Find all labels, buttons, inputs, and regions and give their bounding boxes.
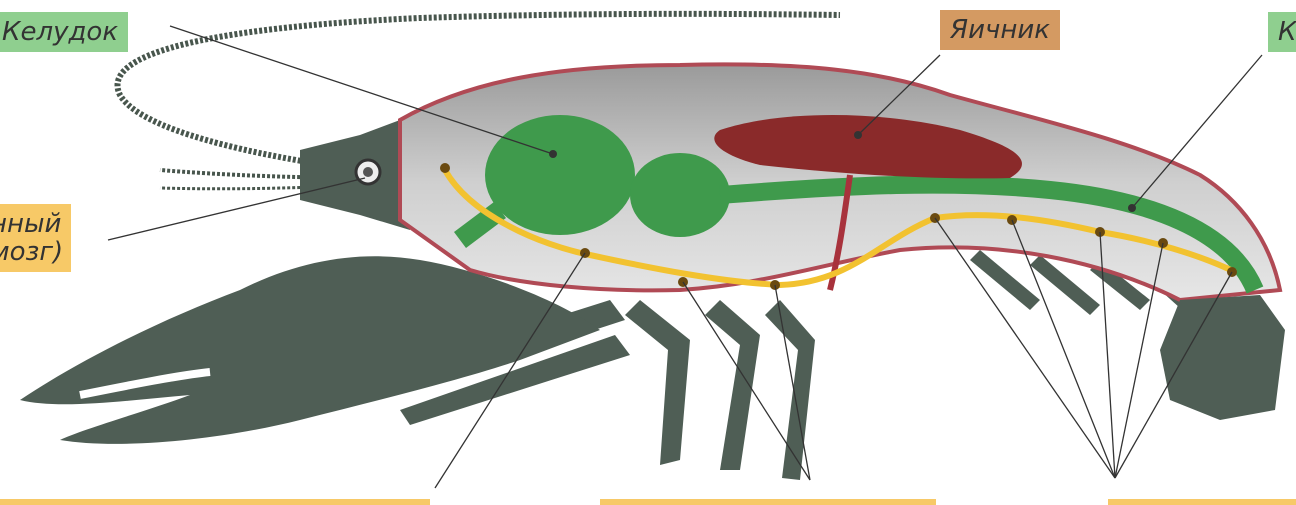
label-brain-line1: нный [0, 210, 63, 238]
label-brain: нный мозг) [0, 204, 71, 272]
bottom-label-bar-3 [1108, 499, 1296, 505]
stomach [485, 115, 635, 235]
label-brain-line2: мозг) [0, 238, 63, 266]
bottom-label-bar-2 [600, 499, 936, 505]
bottom-label-bar-1 [0, 499, 430, 505]
tail-fan [1160, 295, 1285, 420]
claw [20, 256, 600, 444]
label-stomach: Келудок [0, 12, 128, 52]
label-right-partial: К [1268, 12, 1296, 52]
midgut [630, 153, 730, 237]
label-ovary: Яичник [940, 10, 1060, 50]
